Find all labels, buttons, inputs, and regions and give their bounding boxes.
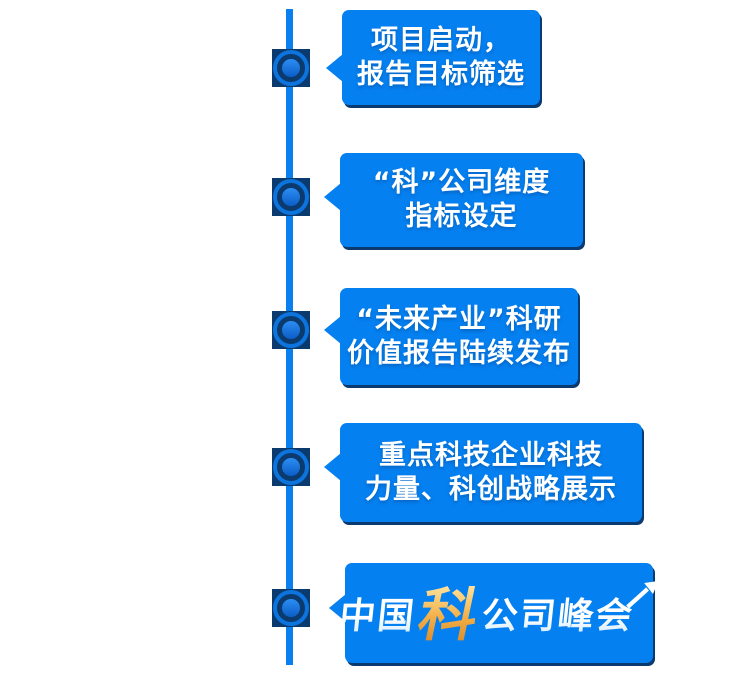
timeline-node-5 <box>272 589 310 627</box>
bubble-tail-arrow-icon <box>329 594 346 622</box>
node-dot <box>282 458 300 476</box>
logo-text-suffix: 公司峰会 <box>479 587 636 639</box>
step-1-text-line-1: 项目启动， <box>371 24 511 56</box>
summit-logo: 中国 科 公司峰会 <box>337 581 661 649</box>
step-bubble-1: 项目启动， 报告目标筛选 <box>326 10 540 105</box>
node-ring <box>273 50 309 86</box>
node-dot <box>282 59 300 77</box>
step-3-text-line-2: 价值报告陆续发布 <box>347 337 571 369</box>
step-bubble-4: 重点科技企业科技 力量、科创战略展示 <box>324 423 642 522</box>
timeline-node-2 <box>272 178 310 216</box>
bubble-tail-arrow-icon <box>324 316 341 344</box>
step-bubble-3: “未来产业”科研 价值报告陆续发布 <box>324 288 578 385</box>
bubble-tail-arrow-icon <box>324 183 341 211</box>
rising-arrow-icon <box>624 580 662 614</box>
timeline-node-3 <box>272 311 310 349</box>
step-2-text-line-2: 指标设定 <box>405 201 518 232</box>
node-ring <box>273 312 309 348</box>
timeline-node-4 <box>272 448 310 486</box>
step-bubble-2: “科”公司维度 指标设定 <box>324 153 583 247</box>
logo-text-prefix: 中国 <box>337 587 418 639</box>
step-4-text-line-2: 力量、科创战略展示 <box>365 473 617 505</box>
bubble-tail-arrow-icon <box>324 453 341 481</box>
node-dot <box>282 188 300 206</box>
logo-bubble: 中国 科 公司峰会 <box>329 563 659 663</box>
step-3-text-line-1: “未来产业”科研 <box>356 303 562 335</box>
step-1-text-line-2: 报告目标筛选 <box>357 58 525 90</box>
step-4-text-line-1: 重点科技企业科技 <box>379 439 603 471</box>
node-ring <box>273 590 309 626</box>
node-dot <box>282 599 300 617</box>
node-ring <box>273 179 309 215</box>
node-ring <box>273 449 309 485</box>
bubble-tail-arrow-icon <box>326 54 343 82</box>
node-dot <box>282 321 300 339</box>
timeline-node-1 <box>272 49 310 87</box>
step-2-text-line-1: “科”公司维度 <box>372 167 551 198</box>
logo-text-highlight: 科 <box>412 581 485 649</box>
